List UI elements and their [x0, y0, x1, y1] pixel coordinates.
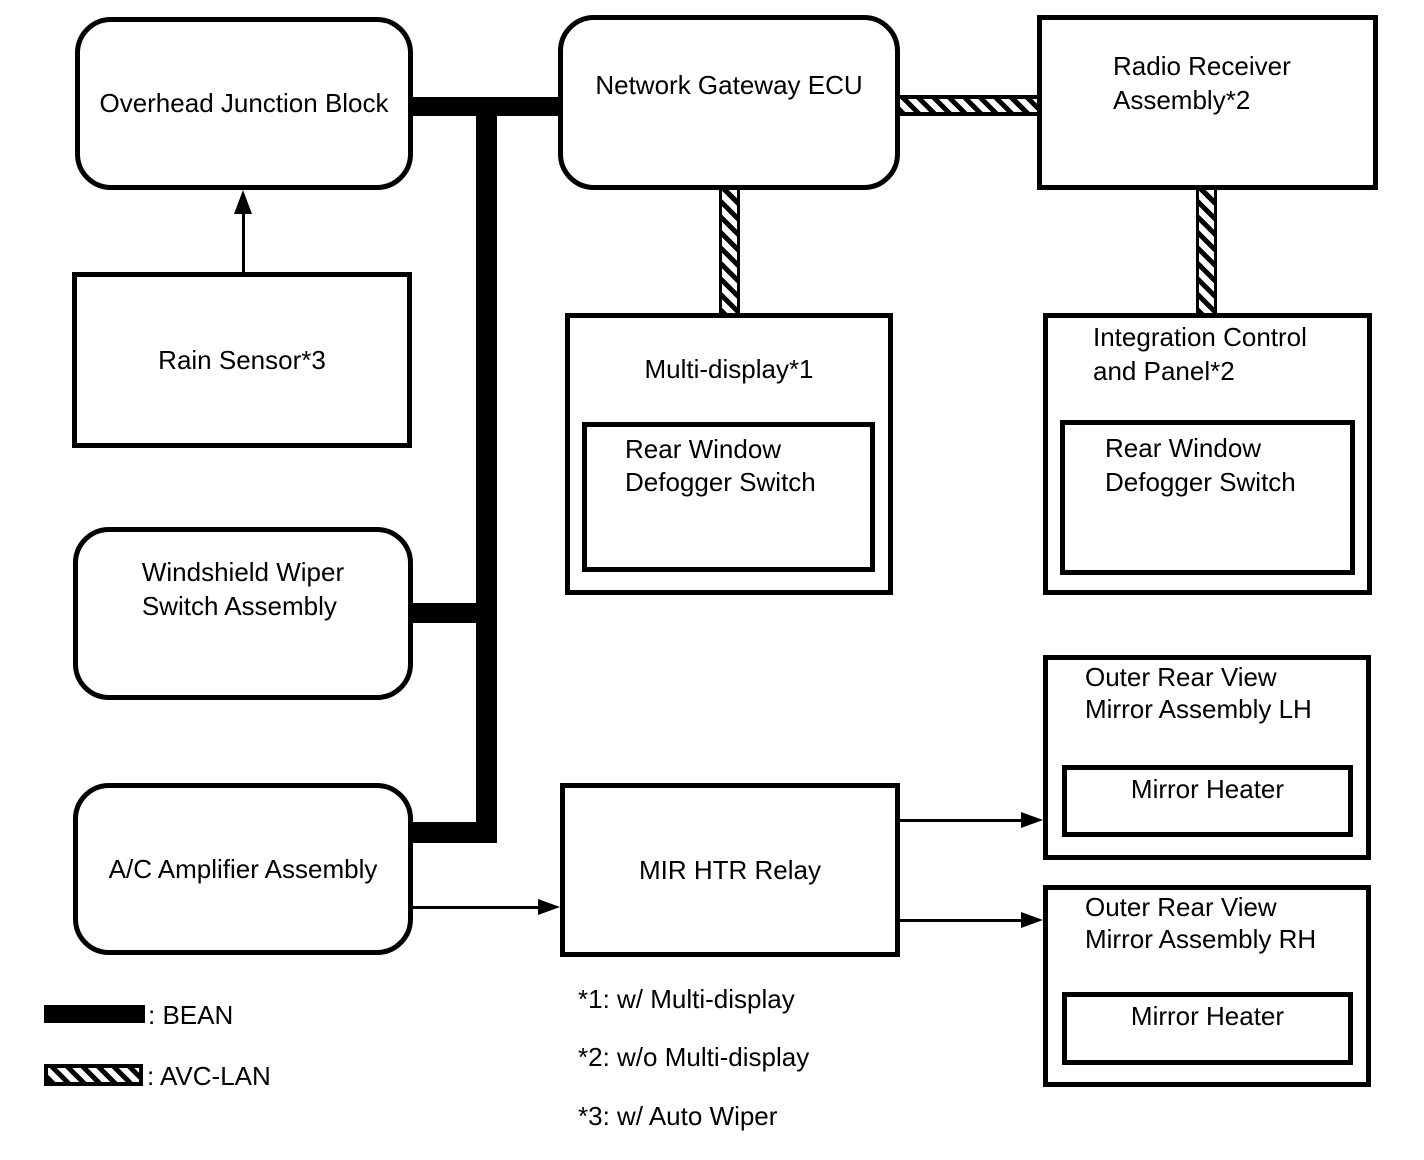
- node-windshield-wiper-switch-assembly: Windshield Wiper Switch Assembly: [73, 527, 413, 700]
- node-label: Windshield Wiper Switch Assembly: [142, 555, 344, 623]
- arrowhead-right-icon: [1021, 812, 1043, 828]
- node-label-line: Defogger Switch: [625, 467, 816, 497]
- node-label-line: Mirror Assembly LH: [1085, 694, 1312, 724]
- node-label: Radio Receiver Assembly*2: [1042, 20, 1373, 117]
- node-label-line: Windshield Wiper: [141, 556, 345, 587]
- arrowhead-up-icon: [234, 190, 252, 214]
- node-rear-window-defogger-switch: Rear Window Defogger Switch: [582, 422, 875, 572]
- legend-bean-label: : BEAN: [148, 1000, 234, 1030]
- node-label: Overhead Junction Block: [99, 88, 389, 118]
- node-rear-window-defogger-switch: Rear Window Defogger Switch: [1060, 420, 1355, 575]
- node-label: Rain Sensor*3: [158, 344, 326, 375]
- legend-avc-lan-swatch: [44, 1064, 143, 1086]
- node-label: MIR HTR Relay: [638, 854, 821, 885]
- node-mir-htr-relay: MIR HTR Relay: [560, 783, 900, 957]
- node-label: Outer Rear View Mirror Assembly RH: [1048, 890, 1366, 955]
- bean-bus-vertical: [476, 97, 497, 843]
- node-mirror-heater: Mirror Heater: [1062, 992, 1353, 1065]
- node-label-line: Rear Window: [625, 434, 782, 464]
- node-label: Outer Rear View Mirror Assembly LH: [1048, 660, 1366, 725]
- footnote-3: *3: w/ Auto Wiper: [578, 1101, 778, 1131]
- node-label: Rear Window Defogger Switch: [1065, 425, 1350, 499]
- node-label-line: Outer Rear View: [1085, 892, 1277, 922]
- node-outer-rear-view-mirror-rh: Outer Rear View Mirror Assembly RH Mirro…: [1043, 885, 1371, 1087]
- node-label-line: Radio Receiver: [1113, 51, 1291, 81]
- wire-rain-sensor-to-junction-block: [242, 212, 245, 274]
- bean-bus-stub-wiper-switch: [410, 603, 497, 623]
- node-label-line: Integration Control: [1093, 322, 1307, 352]
- node-label: Network Gateway ECU: [595, 69, 863, 100]
- legend-bean-swatch: [44, 1005, 145, 1023]
- avc-lan-bus-to-multi-display: [719, 188, 740, 315]
- node-label-line: Switch Assembly: [141, 590, 337, 621]
- node-label-line: Defogger Switch: [1105, 467, 1296, 497]
- node-label: A/C Amplifier Assembly: [108, 853, 378, 884]
- node-ac-amplifier-assembly: A/C Amplifier Assembly: [73, 783, 413, 955]
- node-label-line: and Panel*2: [1093, 356, 1235, 386]
- footnote-2: *2: w/o Multi-display: [578, 1042, 810, 1072]
- arrowhead-right-icon: [1021, 912, 1043, 928]
- node-label: Multi-display*1: [644, 354, 814, 384]
- node-integration-control-panel: Integration Control and Panel*2 Rear Win…: [1043, 313, 1372, 595]
- node-outer-rear-view-mirror-lh: Outer Rear View Mirror Assembly LH Mirro…: [1043, 655, 1371, 860]
- node-mirror-heater: Mirror Heater: [1062, 765, 1353, 837]
- node-label-line: Assembly*2: [1113, 85, 1251, 115]
- avc-lan-bus-horizontal: [898, 95, 1039, 116]
- arrowhead-right-icon: [538, 899, 560, 915]
- node-overhead-junction-block: Overhead Junction Block: [75, 17, 413, 190]
- node-multi-display: Multi-display*1 Rear Window Defogger Swi…: [565, 313, 893, 595]
- node-label: Integration Control and Panel*2: [1048, 318, 1367, 388]
- node-radio-receiver-assembly: Radio Receiver Assembly*2: [1037, 15, 1378, 190]
- legend-avc-lan-label: : AVC-LAN: [147, 1061, 271, 1091]
- node-label: Rear Window Defogger Switch: [587, 427, 870, 499]
- node-label-wrap: Windshield Wiper Switch Assembly: [78, 532, 408, 695]
- wire-relay-to-mirror-rh: [900, 919, 1023, 922]
- wire-ac-amplifier-to-mir-htr-relay: [413, 906, 540, 909]
- wire-relay-to-mirror-lh: [900, 819, 1023, 822]
- node-network-gateway-ecu: Network Gateway ECU: [558, 15, 900, 190]
- avc-lan-bus-to-integration-panel: [1196, 190, 1217, 315]
- bean-bus-stub-ac-amplifier: [410, 822, 497, 843]
- node-label-line: Outer Rear View: [1085, 662, 1277, 692]
- footnote-1: *1: w/ Multi-display: [578, 984, 795, 1014]
- node-label-line: Mirror Assembly RH: [1085, 924, 1317, 954]
- node-rain-sensor: Rain Sensor*3: [72, 272, 412, 448]
- node-label-line: Rear Window: [1105, 433, 1262, 463]
